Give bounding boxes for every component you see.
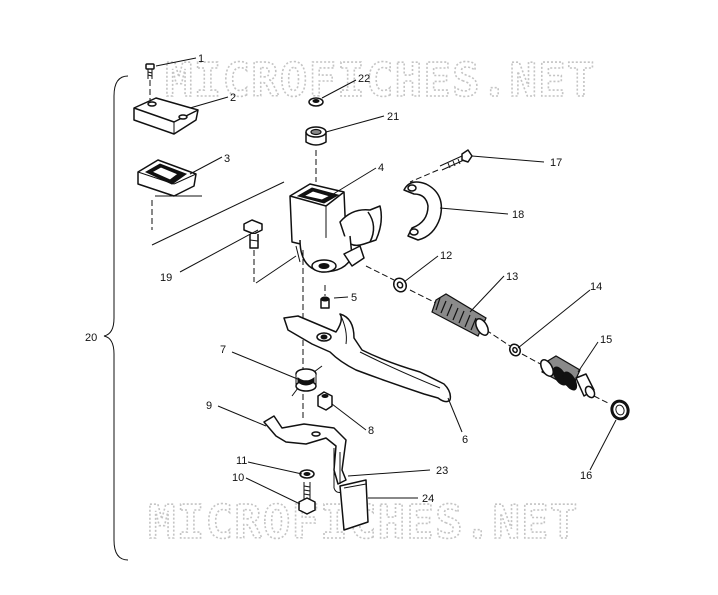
callout-17: 17: [550, 157, 562, 169]
boot-part: [431, 293, 489, 337]
leader-lines: [155, 57, 617, 505]
washer-part-12: [392, 277, 408, 293]
callout-1: 1: [198, 53, 204, 65]
switch-bracket-part: [263, 415, 347, 485]
snap-ring-part: [610, 399, 630, 421]
clamp-part: [403, 181, 443, 241]
brake-lever-part: [283, 313, 452, 403]
washer-part-11: [299, 469, 315, 479]
diaphragm-part: [137, 159, 197, 197]
screw-part: [145, 63, 155, 100]
watermark-top: MICROFICHES.NET: [165, 53, 595, 107]
callout-16: 16: [580, 470, 592, 482]
nut-part-22: [308, 97, 324, 107]
callout-21: 21: [387, 111, 399, 123]
callout-10: 10: [232, 472, 244, 484]
callout-numbers: 1 2 3 4 5 6 7 8 9 10 11 12 13 14 15 16 1…: [160, 53, 612, 505]
callout-13: 13: [506, 271, 518, 283]
callout-20: 20: [85, 332, 97, 344]
callout-7: 7: [220, 344, 226, 356]
pivot-bolt-part: [243, 219, 263, 249]
assembly-bracket: [103, 75, 129, 561]
callout-2: 2: [230, 92, 236, 104]
callout-18: 18: [512, 209, 524, 221]
master-cylinder-body-part: [289, 183, 383, 273]
reservoir-cover-part: [133, 97, 199, 135]
callout-8: 8: [368, 425, 374, 437]
callout-23: 23: [436, 465, 448, 477]
brake-switch-part: [339, 479, 369, 531]
callout-3: 3: [224, 153, 230, 165]
callout-6: 6: [462, 434, 468, 446]
callout-22: 22: [358, 73, 370, 85]
washer-part-14: [508, 343, 522, 357]
callout-15: 15: [600, 334, 612, 346]
callout-19: 19: [160, 272, 172, 284]
callout-11: 11: [236, 455, 247, 467]
callout-12: 12: [440, 250, 452, 262]
piston-part: [540, 355, 596, 399]
callout-4: 4: [378, 162, 384, 174]
callout-9: 9: [206, 400, 212, 412]
bolt-part-10: [298, 482, 316, 515]
callout-14: 14: [590, 281, 602, 293]
callout-5: 5: [351, 292, 357, 304]
pivot-bushing-part: [320, 296, 330, 309]
callout-24: 24: [422, 493, 434, 505]
boot-cap-part: [305, 126, 327, 146]
nut-part-8: [317, 391, 333, 411]
clamp-bolt-part: [439, 149, 473, 171]
spring-part: [291, 365, 323, 397]
